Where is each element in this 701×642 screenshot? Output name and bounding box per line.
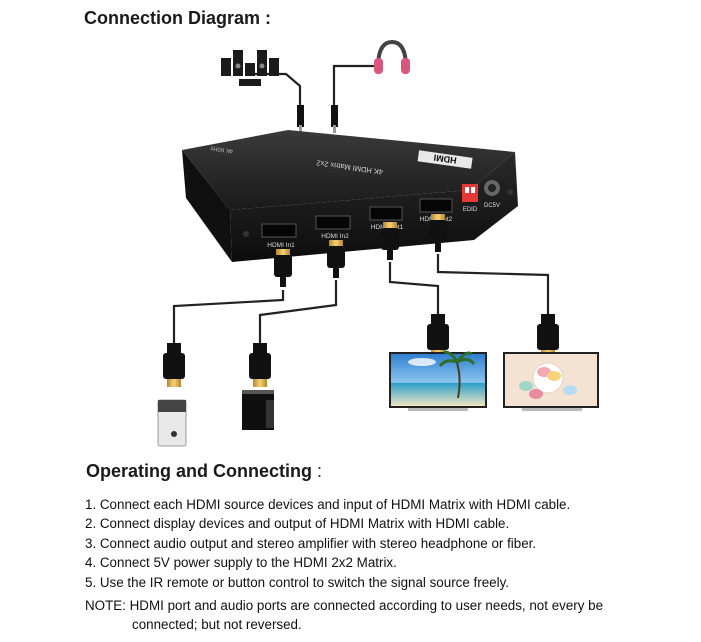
audio-plugs xyxy=(297,105,338,133)
cables xyxy=(172,64,550,345)
note-line-1: NOTE: HDMI port and audio ports are conn… xyxy=(85,598,604,613)
cable-in1 xyxy=(172,290,285,345)
hdmi-plugs-device xyxy=(274,214,447,287)
edid-switch: EDID xyxy=(462,184,478,213)
tv-macarons-icon xyxy=(503,352,599,411)
game-console-icon xyxy=(242,390,274,430)
headphone-cable xyxy=(332,64,379,108)
step-item: 3. Connect audio output and stereo ampli… xyxy=(85,535,537,551)
ir-window xyxy=(243,231,249,237)
operating-title-colon: : xyxy=(317,461,323,481)
device-small-label: 4K 60Hz xyxy=(210,144,234,153)
step-item: 4. Connect 5V power supply to the HDMI 2… xyxy=(85,555,397,571)
svg-text:HDMI: HDMI xyxy=(433,152,457,165)
port-label-in1: HDMI In1 xyxy=(267,242,295,249)
headphones-icon xyxy=(374,39,410,74)
operating-connecting-title: Operating and Connecting : xyxy=(86,461,322,482)
edid-label: EDID xyxy=(463,207,478,213)
hdmi-matrix-device: 4K HDMI Matrix 2x2 HDMI 4K 60Hz HDMI In1… xyxy=(182,130,518,262)
dc5v-label: DC5V xyxy=(484,203,500,209)
port-label-in2: HDMI In2 xyxy=(321,233,349,240)
operating-title-text: Operating and Connecting xyxy=(86,461,313,481)
step-item: 5. Use the IR remote or button control t… xyxy=(85,574,509,590)
hdmi-logo: HDMI xyxy=(417,150,473,169)
note-line-2: connected; but not reversed. xyxy=(132,617,302,632)
connection-diagram: 4K HDMI Matrix 2x2 HDMI 4K 60Hz HDMI In1… xyxy=(157,39,599,447)
cable-in2 xyxy=(258,280,338,344)
speaker-system-icon xyxy=(221,50,279,86)
dc-power-jack: DC5V xyxy=(484,180,500,209)
tv-beach-icon xyxy=(389,350,487,411)
cable-out2 xyxy=(436,254,550,316)
step-item: 2. Connect display devices and output of… xyxy=(85,516,510,532)
steps-list: 1. Connect each HDMI source devices and … xyxy=(85,495,570,592)
connection-diagram-title: Connection Diagram : xyxy=(84,8,272,28)
hdmi-port-in2: HDMI In2 xyxy=(315,215,351,240)
hdmi-plugs-endpoints xyxy=(163,314,559,387)
media-player-icon xyxy=(157,399,187,447)
step-item: 1. Connect each HDMI source devices and … xyxy=(85,497,571,512)
note: NOTE: HDMI port and audio ports are conn… xyxy=(85,596,685,634)
hdmi-port-in1: HDMI In1 xyxy=(261,223,297,249)
cable-out1 xyxy=(388,262,440,316)
